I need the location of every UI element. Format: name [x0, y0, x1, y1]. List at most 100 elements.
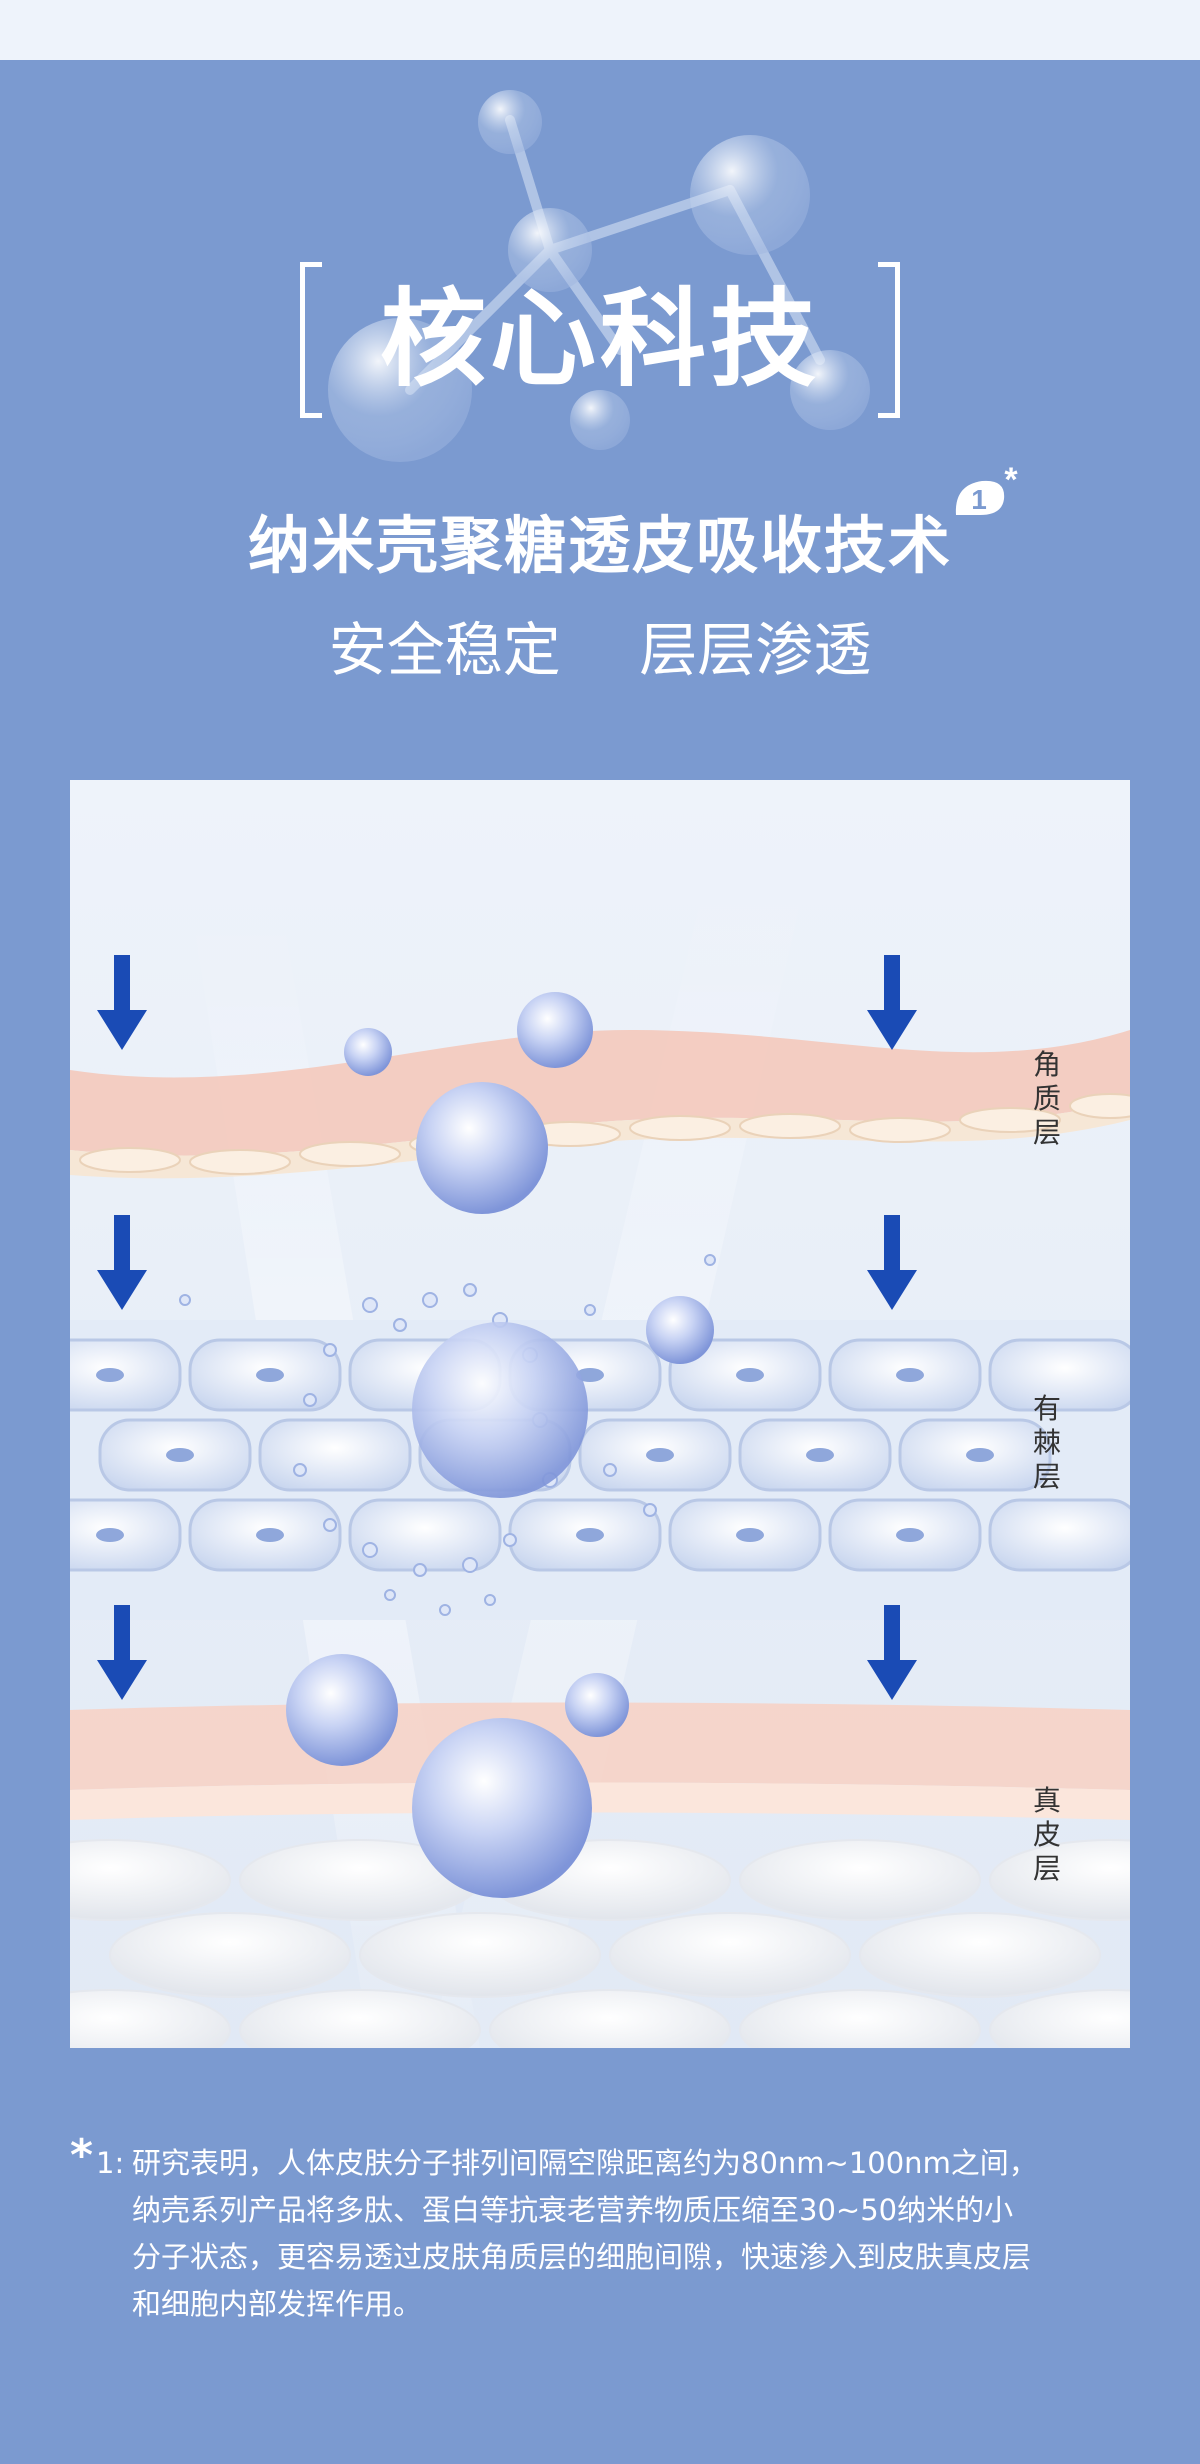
- nano-particle: [384, 1589, 396, 1601]
- molecule-graphic: [328, 90, 870, 462]
- nano-particle: [362, 1297, 378, 1313]
- tagline-part: 安全稳定: [328, 616, 561, 684]
- nano-particle: [323, 1343, 337, 1357]
- nano-sphere: [412, 1718, 592, 1898]
- cell-nucleus: [806, 1448, 834, 1462]
- nano-particle: [303, 1393, 317, 1407]
- down-arrow-icon: [867, 1215, 917, 1310]
- dermis-cell: [989, 1839, 1130, 1921]
- skin-diagram-graphic: [70, 780, 1130, 2048]
- down-arrow-icon: [97, 955, 147, 1050]
- nano-sphere: [565, 1673, 629, 1737]
- nano-particle: [484, 1594, 496, 1606]
- corneum-cell: [189, 1149, 291, 1175]
- dermis-cell: [609, 1912, 851, 1998]
- cell-nucleus: [576, 1528, 604, 1542]
- dermis-cell: [859, 1912, 1101, 1998]
- corneum-layer: [70, 1030, 1130, 1156]
- corneum-cell: [739, 1113, 841, 1139]
- cell-nucleus: [166, 1448, 194, 1462]
- dermis-cell: [109, 1912, 351, 1998]
- footnote-line: 分子状态，更容易透过皮肤角质层的细胞间隙，快速渗入到皮肤真皮层: [132, 2240, 1032, 2274]
- bracket-left: [300, 262, 322, 418]
- footnote-star: *: [70, 2130, 94, 2181]
- nano-sphere: [286, 1654, 398, 1766]
- spinous-cell: [348, 1498, 502, 1572]
- tagline-part: 层层渗透: [639, 616, 872, 684]
- nano-particle: [643, 1503, 657, 1517]
- nano-particle: [603, 1463, 617, 1477]
- layer-label-corneum: 角 质 层: [1027, 1048, 1067, 1150]
- dermis-cell: [739, 1989, 981, 2048]
- spinous-cell: [988, 1338, 1130, 1412]
- dermis-cell: [70, 1989, 231, 2048]
- page-title: 核心科技: [380, 278, 820, 401]
- footnote-id: 1:: [96, 2146, 125, 2180]
- layer-label-char: 角: [1032, 1048, 1061, 1081]
- footnote-marker-number: 1: [971, 484, 989, 515]
- cell-nucleus: [966, 1448, 994, 1462]
- molecule-atom: [478, 90, 542, 154]
- spinous-cell: [70, 1498, 182, 1572]
- molecule-atom: [508, 208, 592, 292]
- corneum-cell: [79, 1147, 181, 1173]
- spinous-cell: [988, 1498, 1130, 1572]
- nano-particle: [704, 1254, 716, 1266]
- title-block: 核心科技: [300, 262, 900, 418]
- cell-nucleus: [96, 1368, 124, 1382]
- layer-label-char: 棘: [1032, 1426, 1061, 1459]
- down-arrow-icon: [97, 1215, 147, 1310]
- nano-particle: [413, 1563, 427, 1577]
- nano-sphere: [412, 1322, 588, 1498]
- corneum-cell: [849, 1117, 951, 1143]
- tagline: 安全稳定 层层渗透: [0, 603, 1200, 687]
- dermis-cell: [489, 1989, 731, 2048]
- dermis-cell: [989, 1989, 1130, 2048]
- dermis-cell: [70, 1839, 231, 1921]
- footnote-line: 研究表明，人体皮肤分子排列间隔空隙距离约为80nm~100nm之间，: [132, 2146, 1038, 2180]
- layer-label-char: 真: [1032, 1784, 1061, 1817]
- nano-particle: [179, 1294, 191, 1306]
- nano-particle: [463, 1283, 477, 1297]
- footnote-line: 纳壳系列产品将多肽、蛋白等抗衰老营养物质压缩至30~50纳米的小: [132, 2193, 1014, 2227]
- layer-label-char: 层: [1032, 1116, 1061, 1149]
- skin-diagram: 角 质 层 有 棘 层 真 皮 层: [70, 780, 1130, 2048]
- top-strip: [0, 0, 1200, 60]
- molecule-atom: [570, 390, 630, 450]
- nano-particle: [393, 1318, 407, 1332]
- cell-nucleus: [736, 1528, 764, 1542]
- layer-label-char: 层: [1032, 1852, 1061, 1885]
- subtitle-text: 纳米壳聚糖透皮吸收技术: [247, 509, 952, 582]
- bracket-right: [878, 262, 900, 418]
- dermis-cell: [359, 1912, 601, 1998]
- subtitle: 纳米壳聚糖透皮吸收技术 1 *: [0, 465, 1200, 585]
- cell-nucleus: [96, 1528, 124, 1542]
- layer-label-spinous: 有 棘 层: [1027, 1392, 1067, 1494]
- footnote-body: 研究表明，人体皮肤分子排列间隔空隙距离约为80nm~100nm之间， 纳壳系列产…: [132, 2140, 1130, 2328]
- dermis-layer: [70, 1782, 1130, 1820]
- layer-label-dermis: 真 皮 层: [1027, 1784, 1067, 1886]
- cell-nucleus: [736, 1368, 764, 1382]
- nano-sphere: [416, 1082, 548, 1214]
- layer-label-char: 有: [1032, 1392, 1061, 1425]
- cell-nucleus: [646, 1448, 674, 1462]
- nano-sphere: [344, 1028, 392, 1076]
- molecule-atom: [328, 318, 472, 462]
- nano-particle: [362, 1542, 378, 1558]
- cell-nucleus: [256, 1368, 284, 1382]
- layer-label-char: 层: [1032, 1460, 1061, 1493]
- nano-particle: [293, 1463, 307, 1477]
- nano-particle: [422, 1292, 438, 1308]
- cell-nucleus: [576, 1368, 604, 1382]
- corneum-cell: [1069, 1093, 1130, 1119]
- footnote-line: 和细胞内部发挥作用。: [132, 2287, 423, 2321]
- nano-particle: [323, 1518, 337, 1532]
- nano-particle: [462, 1557, 478, 1573]
- dermis-cell: [739, 1839, 981, 1921]
- footnote-marker-star: *: [1004, 465, 1019, 499]
- corneum-cell: [299, 1141, 401, 1167]
- cell-nucleus: [896, 1368, 924, 1382]
- layer-label-char: 质: [1032, 1082, 1061, 1115]
- dermis-cell: [239, 1989, 481, 2048]
- nano-sphere: [517, 992, 593, 1068]
